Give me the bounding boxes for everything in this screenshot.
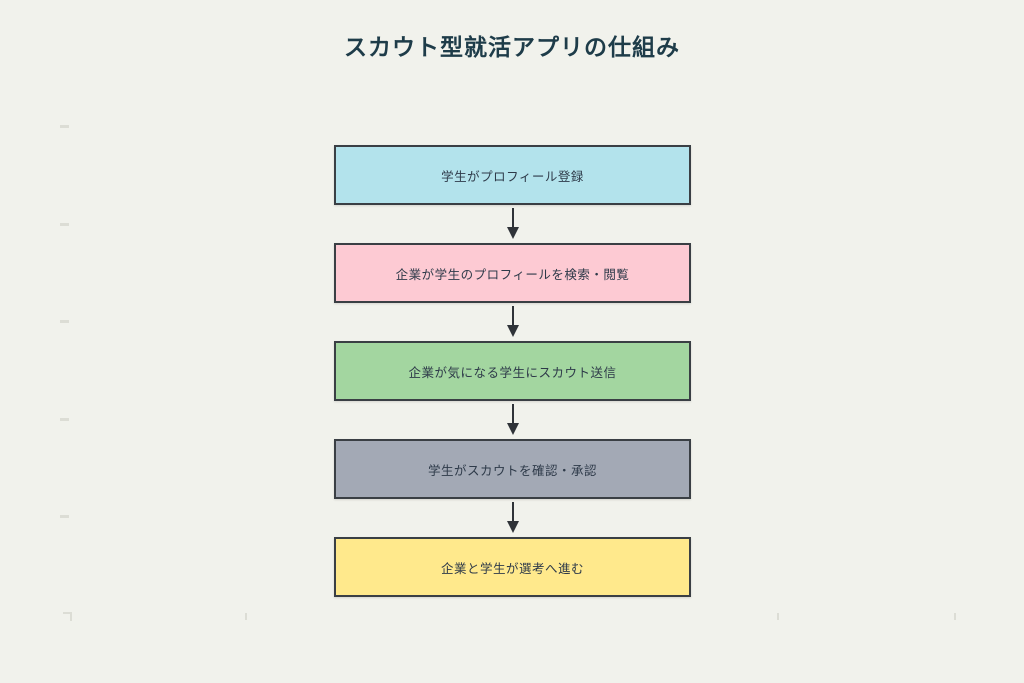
down-arrow-icon xyxy=(334,205,691,243)
faint-tick-mark xyxy=(954,613,956,620)
flow-step-company-sends-scout: 企業が気になる学生にスカウト送信 xyxy=(334,341,691,401)
flowchart: 学生がプロフィール登録 企業が学生のプロフィールを検索・閲覧 企業が気になる学生… xyxy=(334,145,691,597)
faint-tick-mark xyxy=(245,613,247,620)
faint-tick-mark xyxy=(777,613,779,620)
down-arrow-icon xyxy=(334,303,691,341)
faint-dash-mark xyxy=(60,125,69,128)
flow-step-student-confirms-scout: 学生がスカウトを確認・承認 xyxy=(334,439,691,499)
faint-dash-mark xyxy=(60,320,69,323)
diagram-title: スカウト型就活アプリの仕組み xyxy=(344,34,680,60)
down-arrow-icon xyxy=(334,401,691,439)
faint-dash-mark xyxy=(60,418,69,421)
faint-dash-mark xyxy=(60,515,69,518)
flow-step-company-searches-profiles: 企業が学生のプロフィールを検索・閲覧 xyxy=(334,243,691,303)
down-arrow-icon xyxy=(334,499,691,537)
faint-dash-mark xyxy=(60,223,69,226)
flow-step-student-registers-profile: 学生がプロフィール登録 xyxy=(334,145,691,205)
faint-corner-mark xyxy=(63,612,72,621)
flow-step-proceed-to-selection: 企業と学生が選考へ進む xyxy=(334,537,691,597)
